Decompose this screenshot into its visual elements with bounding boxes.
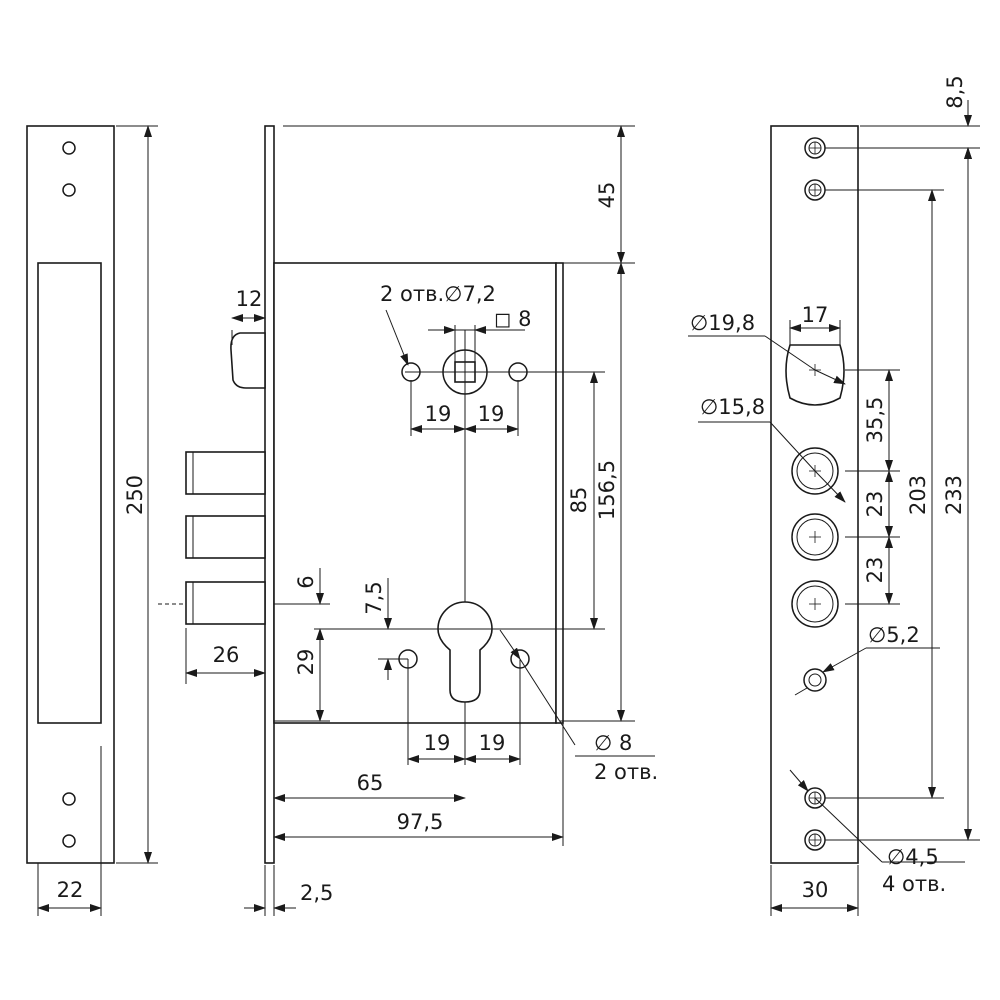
body-width-label: 97,5 — [397, 810, 444, 834]
bottom-spacing-left: 19 — [424, 731, 451, 755]
hole-offset-label: 7,5 — [362, 581, 386, 614]
bolt-pitch-1-label: 23 — [863, 491, 887, 518]
faceplate-latch-hole — [803, 668, 827, 692]
latch-bolt — [230, 332, 266, 389]
cylinder-width-label: 17 — [802, 303, 829, 327]
spindle-height-label: 156,5 — [595, 460, 619, 520]
strike-hole — [62, 834, 76, 848]
latch-offset-label: 6 — [294, 575, 318, 588]
faceplate-view: 8,5 233 203 35,5 23 23 17 ∅19,8 ∅15,8 — [688, 75, 980, 916]
lock-body-view: 45 156,5 85 12 26 6 29 7,5 2 отв.∅7,2 — [158, 125, 658, 916]
strike-hole — [62, 792, 76, 806]
bolt-projection-label: 12 — [236, 287, 263, 311]
strike-plate-view: 250 22 — [26, 125, 158, 916]
lock-case-edge — [555, 262, 564, 724]
bolt-hole-diameter-label: ∅15,8 — [700, 395, 765, 419]
top-spacing-left: 19 — [425, 402, 452, 426]
top-edge-offset-label: 8,5 — [943, 75, 967, 108]
top-offset-label: 45 — [595, 182, 619, 209]
deadbolt-1 — [185, 451, 266, 495]
cylinder-bolt-spacing-label: 35,5 — [863, 397, 887, 444]
bottom-spacing-right: 19 — [479, 731, 506, 755]
screw-hole-diameter-label: ∅4,5 — [887, 845, 939, 869]
bottom-hole-count: 2 отв. — [594, 760, 658, 784]
deadbolt-3 — [185, 581, 266, 625]
cylinder-bottom-label: 29 — [294, 649, 318, 676]
strike-height-label: 250 — [123, 475, 147, 515]
top-hole-note: 2 отв.∅7,2 — [380, 282, 496, 306]
bolt-throw-label: 26 — [213, 643, 240, 667]
faceplate-width-label: 30 — [802, 878, 829, 902]
lock-faceplate — [264, 125, 275, 864]
strike-plate-window — [37, 262, 102, 724]
deadbolt-2 — [185, 515, 266, 559]
spindle-cylinder-label: 85 — [567, 487, 591, 514]
screw-hole-count-label: 4 отв. — [882, 872, 946, 896]
total-span-label: 233 — [942, 475, 966, 515]
faceplate-thickness-label: 2,5 — [300, 881, 333, 905]
strike-hole — [62, 141, 76, 155]
top-spacing-right: 19 — [478, 402, 505, 426]
bottom-hole-diameter: ∅ 8 — [594, 731, 632, 755]
mount-span-label: 203 — [906, 475, 930, 515]
backset-label: 65 — [357, 771, 384, 795]
bolt-pitch-2-label: 23 — [863, 557, 887, 584]
square-spindle-label: ◻ 8 — [494, 307, 531, 331]
latch-hole-diameter-label: ∅5,2 — [868, 623, 920, 647]
cylinder-diameter-label: ∅19,8 — [690, 311, 755, 335]
strike-width-label: 22 — [57, 878, 84, 902]
strike-hole — [62, 183, 76, 197]
